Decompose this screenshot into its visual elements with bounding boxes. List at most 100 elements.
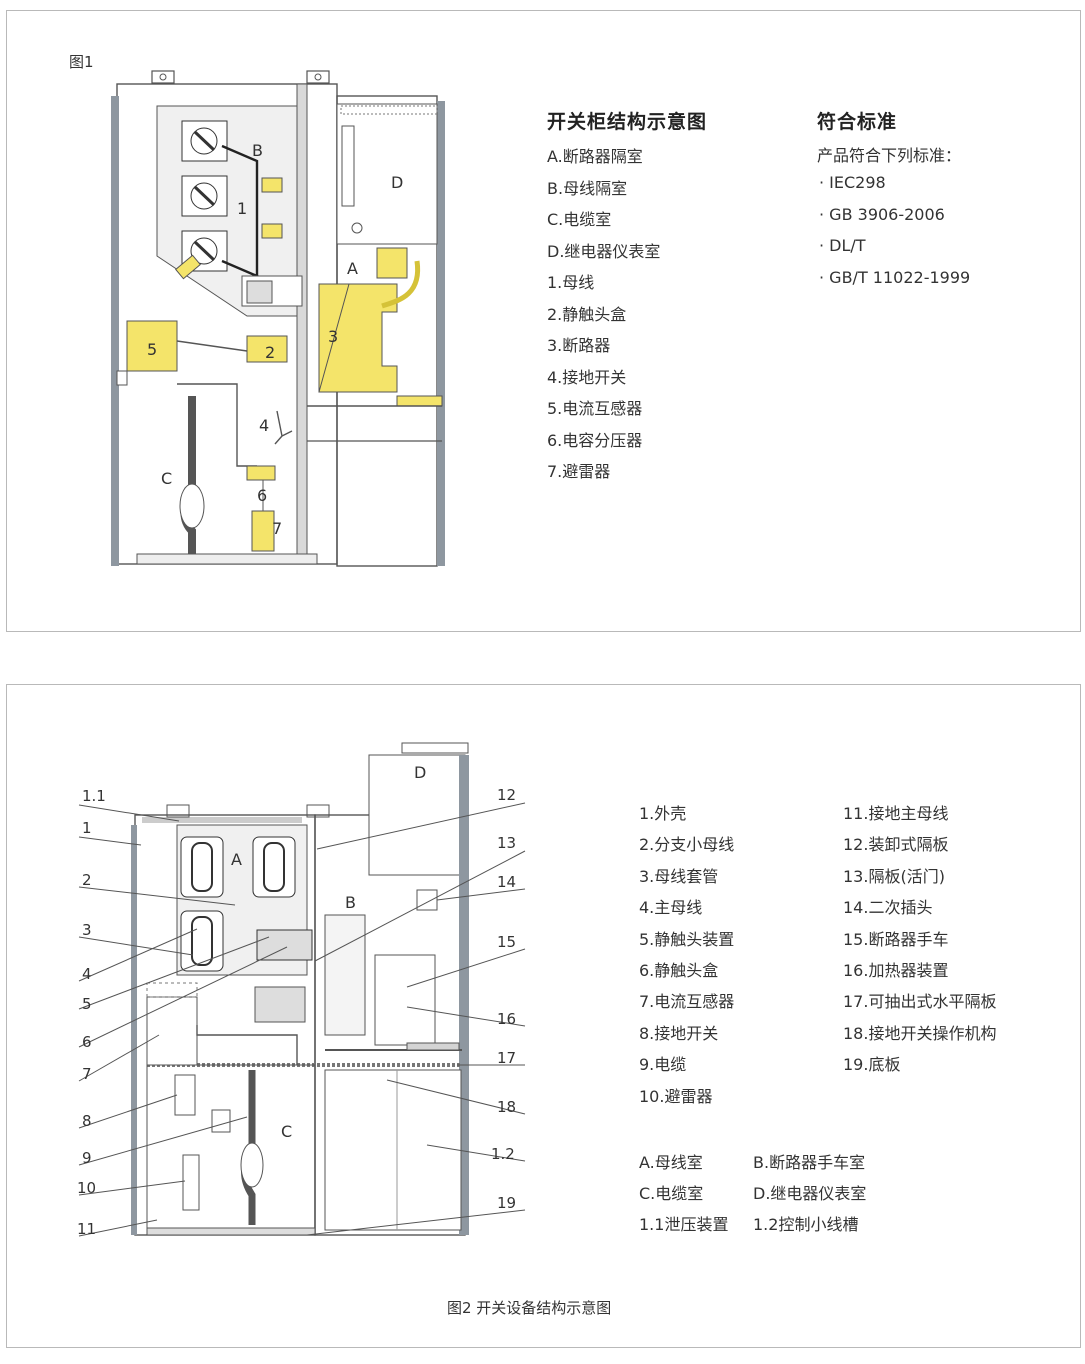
- legend-item: 6.电容分压器: [547, 430, 643, 450]
- label-part-4: 4: [259, 416, 269, 435]
- part-item: 2.分支小母线: [639, 835, 735, 855]
- callout-6: 6: [82, 1033, 92, 1051]
- callout-11: 11: [77, 1220, 96, 1238]
- part-item: 7.电流互感器: [639, 992, 735, 1012]
- figure-2-caption: 图2 开关设备结构示意图: [447, 1299, 612, 1317]
- callout-14: 14: [497, 873, 516, 891]
- part-item: 4.主母线: [639, 898, 703, 918]
- leader-lines-right: [306, 802, 526, 1236]
- pressure-relief-eye-right: [306, 804, 330, 818]
- cable-room-c-2: [146, 1064, 316, 1236]
- callout-18: 18: [497, 1098, 516, 1116]
- callout-9: 9: [82, 1149, 92, 1167]
- legend-item: 2.静触头盒: [547, 304, 627, 324]
- legend-item: A.断路器隔室: [547, 147, 643, 166]
- standards-intro: 产品符合下列标准：: [817, 146, 962, 165]
- ct-dashed-outline: [146, 982, 198, 998]
- callout-3: 3: [82, 921, 92, 939]
- busbar-insulators-yellow: [175, 177, 283, 280]
- left-side-panel-2: [131, 825, 137, 1235]
- floor-plate-19: [146, 1227, 316, 1236]
- label-room-d: D: [391, 173, 403, 192]
- lifting-eye-right: [306, 70, 330, 84]
- part-item: 16.加热器装置: [843, 961, 949, 980]
- leader-lines-left: [78, 804, 288, 1237]
- callout-7: 7: [82, 1065, 92, 1083]
- legend-item: 7.避雷器: [547, 462, 611, 481]
- bushings-2: [180, 836, 296, 972]
- contact-insulator: [246, 280, 273, 304]
- busbar-bushings: [181, 120, 228, 272]
- part-item: 1.外壳: [639, 804, 687, 823]
- pressure-relief-eye-left: [166, 804, 190, 818]
- cable: [180, 396, 196, 556]
- static-contact-device: [254, 986, 306, 1023]
- callout-10: 10: [77, 1179, 96, 1197]
- capacitive-divider-6: [246, 465, 276, 481]
- cable-termination: [179, 483, 205, 529]
- label-part-5: 5: [147, 340, 157, 359]
- part-item: 8.接地开关: [639, 1023, 719, 1043]
- current-transformer-7: [146, 996, 198, 1066]
- secondary-plug-box: [376, 247, 408, 279]
- part-item: 14.二次插头: [843, 898, 933, 918]
- earthing-mechanism-18: [211, 1109, 231, 1133]
- callout-1-1: 1.1: [82, 787, 106, 805]
- relay-room-d: [336, 103, 438, 245]
- callout-4: 4: [82, 965, 92, 983]
- switchgear-diagram-2: A B C D: [77, 742, 526, 1238]
- callout-13: 13: [497, 834, 516, 852]
- left-side-panel: [111, 96, 119, 566]
- part-item: 5.静触头装置: [639, 929, 735, 949]
- part-item: 17.可抽出式水平隔板: [843, 992, 997, 1012]
- label-room-a: A: [347, 259, 358, 278]
- figure-1-panel: 图1: [6, 10, 1081, 632]
- label-room-c-2: C: [281, 1122, 292, 1141]
- legend-item: 4.接地开关: [547, 367, 627, 387]
- part-item: 6.静触头盒: [639, 961, 719, 980]
- standard-item: · DL/T: [819, 236, 866, 255]
- heater-16: [406, 1042, 460, 1051]
- switchgear-diagram-1: B D A C 1 2 3 4 5 6 7: [111, 70, 445, 567]
- branch-bus-2: [196, 1025, 298, 1065]
- cable-termination-2: [240, 1142, 264, 1188]
- room-item: A.母线室: [639, 1153, 703, 1172]
- part-item: 11.接地主母线: [843, 804, 949, 823]
- part-item: 15.断路器手车: [843, 929, 949, 949]
- legend-title: 开关柜结构示意图: [547, 111, 708, 133]
- earthing-switch-4: [274, 410, 293, 445]
- callout-8: 8: [82, 1112, 92, 1130]
- relay-indicator: [351, 222, 363, 234]
- current-transformer-5: [126, 320, 178, 372]
- callout-12: 12: [497, 786, 516, 804]
- right-side-panel: [437, 101, 445, 566]
- standard-item: · GB 3906-2006: [819, 204, 945, 224]
- callout-15: 15: [497, 933, 516, 951]
- callout-17: 17: [497, 1049, 516, 1067]
- label-room-b-2: B: [345, 893, 356, 912]
- room-item: D.继电器仪表室: [753, 1184, 867, 1203]
- label-part-2: 2: [265, 343, 275, 362]
- part-item: 3.母线套管: [639, 866, 719, 886]
- breaker-truck: [318, 283, 398, 393]
- callout-5: 5: [82, 995, 92, 1013]
- label-room-a-2: A: [231, 850, 242, 869]
- label-part-3: 3: [328, 327, 338, 346]
- legend-item: 3.断路器: [547, 336, 611, 355]
- label-room-c: C: [161, 469, 172, 488]
- lifting-eye-hole-left: [159, 73, 167, 81]
- room-item: C.电缆室: [639, 1184, 704, 1203]
- lifting-eye-left: [151, 70, 175, 84]
- room-item: B.断路器手车室: [753, 1153, 866, 1172]
- part-item: 12.装卸式隔板: [843, 835, 949, 855]
- right-side-panel-2: [459, 755, 469, 1235]
- part-item: 9.电缆: [639, 1055, 687, 1075]
- callouts-right: 12 13 14 15 16 17 18 1.2 19: [491, 786, 516, 1212]
- callout-16: 16: [497, 1010, 516, 1028]
- secondary-plug-14: [416, 889, 438, 911]
- surge-arrester-10: [182, 1154, 200, 1211]
- center-partition: [296, 83, 308, 565]
- control-wire-duct-1-2: [324, 1069, 462, 1231]
- breaker-truck-room: [324, 914, 366, 1036]
- relay-door-handle: [341, 125, 355, 207]
